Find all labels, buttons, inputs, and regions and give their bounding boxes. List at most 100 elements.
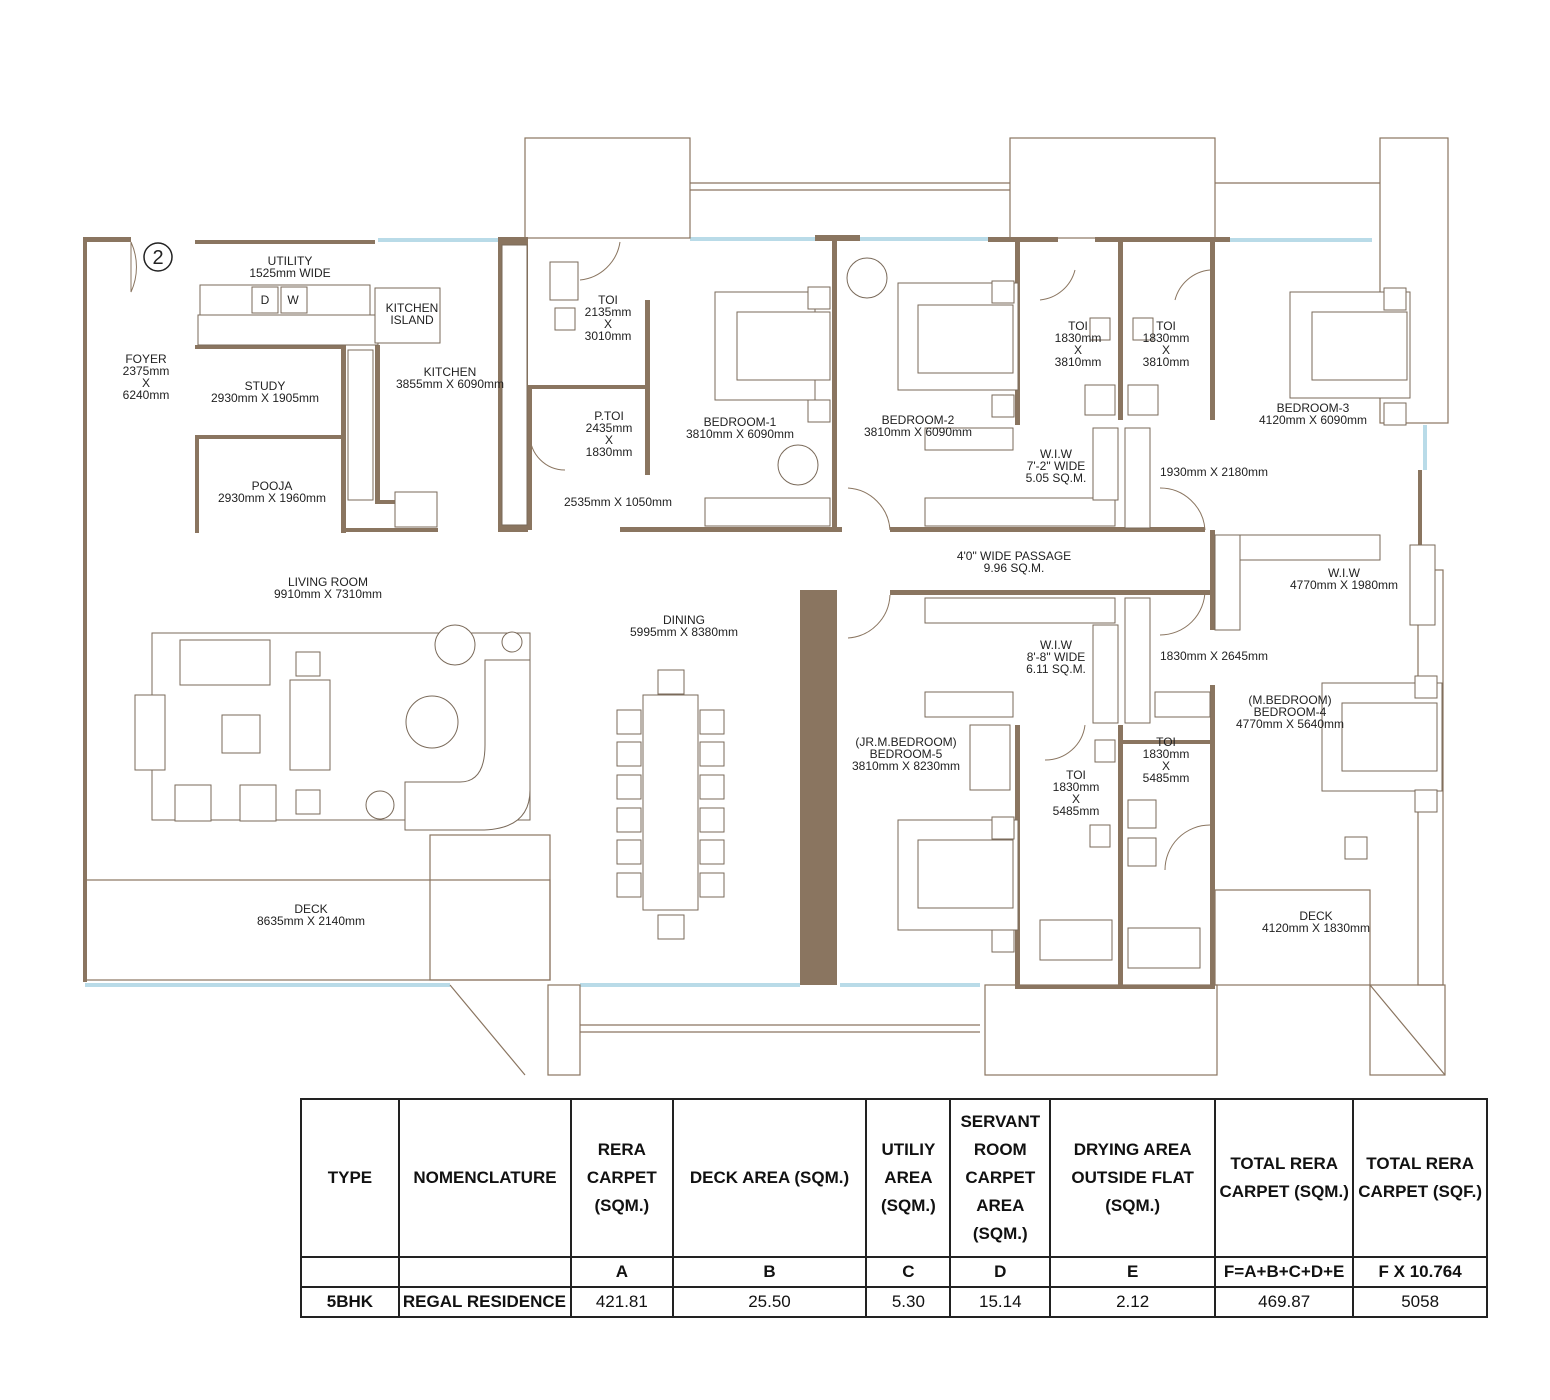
room-label-line: 2930mm X 1905mm [211, 391, 319, 405]
room-label-line: 4'0" WIDE PASSAGE [957, 549, 1071, 563]
room-label-line: X [1072, 792, 1080, 806]
table-header-cell: UTILIY AREA (SQM.) [865, 1098, 952, 1258]
room-label-line: (JR.M.BEDROOM) [855, 735, 956, 749]
room-label-line: 1830mm [1053, 780, 1100, 794]
room-label-line: 3810mm [1055, 355, 1102, 369]
room-label-line: W.I.W [1040, 638, 1073, 652]
room-label-line: POOJA [252, 479, 293, 493]
table-header-cell: TYPE [300, 1098, 400, 1258]
room-label-line: 1830mm [1143, 747, 1190, 761]
table-cell: 15.14 [949, 1286, 1052, 1318]
room-label-line: 8'-8" WIDE [1027, 650, 1086, 664]
room-label-line: 9.96 SQ.M. [984, 561, 1045, 575]
room-label-line: TOI [598, 293, 618, 307]
room-label-line: 5.05 SQ.M. [1026, 471, 1087, 485]
room-label-appl-d: D [261, 293, 270, 307]
room-label-line: D [261, 293, 270, 307]
room-label-lobby-2: 1830mm X 2645mm [1160, 649, 1268, 663]
table-formula-cell [397, 1256, 573, 1288]
room-label-appl-w: W [287, 293, 299, 307]
room-label-line: W.I.W [1040, 447, 1073, 461]
table-header-cell: DRYING AREA OUTSIDE FLAT (SQM.) [1049, 1098, 1217, 1258]
table-formula-cell [300, 1256, 400, 1288]
room-label-line: 5485mm [1053, 804, 1100, 818]
room-label-line: 2135mm [585, 305, 632, 319]
room-label-line: 9910mm X 7310mm [274, 587, 382, 601]
room-label-line: DECK [294, 902, 327, 916]
room-label-line: KITCHEN [424, 365, 477, 379]
table-header-cell: DECK AREA (SQM.) [671, 1098, 868, 1258]
room-label-line: 3810mm [1143, 355, 1190, 369]
room-label-line: W [287, 293, 299, 307]
room-label-line: 4770mm X 1980mm [1290, 578, 1398, 592]
room-label-line: DINING [663, 613, 705, 627]
table-cell: 5BHK [300, 1286, 400, 1318]
room-label-line: 1830mm [586, 445, 633, 459]
room-label-line: 3855mm X 6090mm [396, 377, 504, 391]
room-label-line: ISLAND [390, 313, 434, 327]
room-label-line: BEDROOM-4 [1254, 705, 1327, 719]
room-label-line: 2930mm X 1960mm [218, 491, 326, 505]
room-label-line: 3810mm X 6090mm [686, 427, 794, 441]
room-label-line: X [1162, 343, 1170, 357]
room-label-line: STUDY [245, 379, 286, 393]
room-label-line: 4120mm X 1830mm [1262, 921, 1370, 935]
table-cell: 469.87 [1214, 1286, 1355, 1318]
room-label-line: W.I.W [1328, 566, 1361, 580]
room-label-line: 7'-2" WIDE [1027, 459, 1086, 473]
room-label-line: 2535mm X 1050mm [564, 495, 672, 509]
table-formula-cell: E [1049, 1256, 1217, 1288]
table-cell: 421.81 [570, 1286, 674, 1318]
tower-badge: 2 [152, 247, 163, 269]
table-header-cell: TOTAL RERA CARPET (SQM.) [1214, 1098, 1355, 1258]
room-label-line: 4770mm X 5640mm [1236, 717, 1344, 731]
room-label-line: (M.BEDROOM) [1248, 693, 1331, 707]
room-label-line: 6.11 SQ.M. [1026, 662, 1086, 676]
table-formula-cell: B [671, 1256, 868, 1288]
room-label-line: 8635mm X 2140mm [257, 914, 365, 928]
room-label-line: BEDROOM-3 [1277, 401, 1350, 415]
room-label-line: TOI [1156, 319, 1176, 333]
room-label-line: 3810mm X 8230mm [852, 759, 960, 773]
table-formula-cell: D [949, 1256, 1052, 1288]
room-label-line: X [604, 317, 612, 331]
doors [130, 241, 1211, 871]
room-label-line: LIVING ROOM [288, 575, 368, 589]
table-formula-cell: A [570, 1256, 674, 1288]
room-label-line: FOYER [125, 352, 167, 366]
room-label-line: 1930mm X 2180mm [1160, 465, 1268, 479]
room-label-line: 3010mm [585, 329, 632, 343]
room-label-line: 5485mm [1143, 771, 1190, 785]
room-label-corridor-1: 2535mm X 1050mm [564, 495, 672, 509]
table-cell: 5.30 [865, 1286, 952, 1318]
room-label-line: 1525mm WIDE [249, 266, 330, 280]
room-label-line: BEDROOM-1 [704, 415, 777, 429]
room-label-line: 2435mm [586, 421, 633, 435]
room-label-line: X [142, 376, 150, 390]
table-cell: REGAL RESIDENCE [397, 1286, 573, 1318]
room-label-line: 2375mm [123, 364, 170, 378]
table-header-cell: SERVANT ROOM CARPET AREA (SQM.) [949, 1098, 1052, 1258]
room-label-line: X [1074, 343, 1082, 357]
room-label-line: UTILITY [268, 254, 313, 268]
